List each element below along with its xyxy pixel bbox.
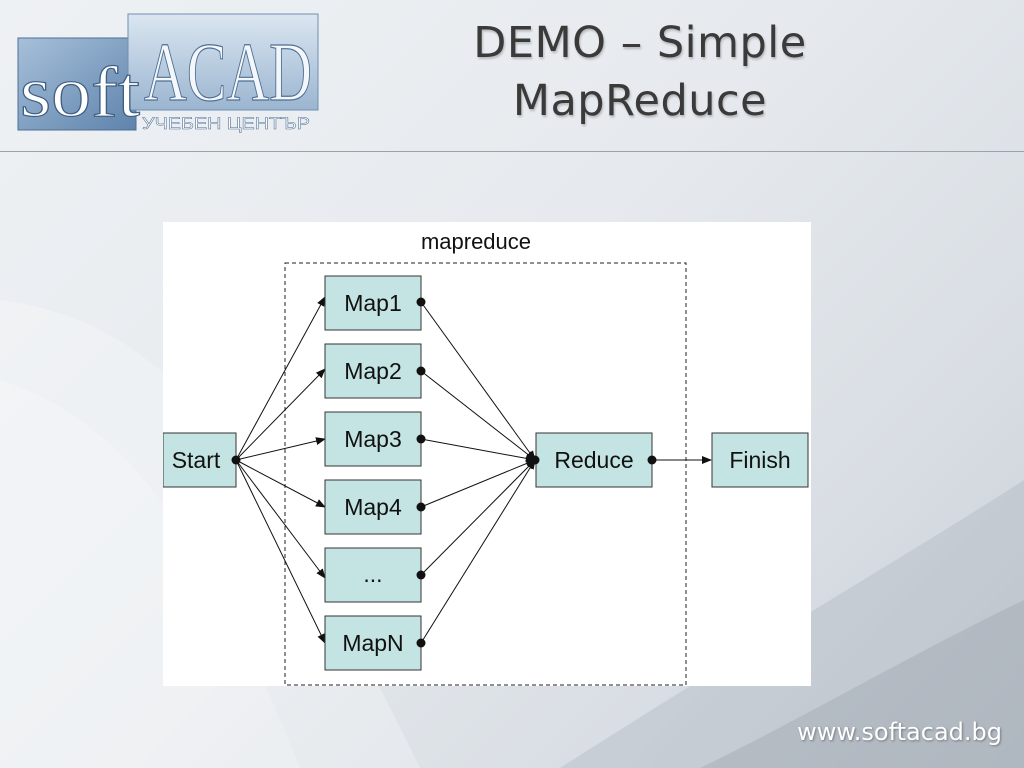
mapreduce-diagram: mapreduce Start Map1 (163, 222, 811, 686)
ellipsis-node-label: ... (363, 561, 382, 587)
finish-node-label: Finish (729, 447, 790, 473)
ellipsis-node (324, 547, 422, 603)
start-node (163, 432, 237, 488)
slide-title-line1: DEMO – Simple (473, 18, 807, 68)
map4-node (324, 479, 422, 535)
map1-node-label: Map1 (344, 290, 402, 316)
logo-acad-text: ACAD (144, 26, 312, 119)
mapn-node (324, 615, 422, 671)
mapreduce-group-box (284, 262, 687, 686)
logo-soft-text: soft (20, 52, 140, 132)
map2-node (324, 343, 422, 399)
map3-node-label: Map3 (344, 426, 402, 452)
group-label: mapreduce (421, 229, 531, 254)
finish-node (711, 432, 809, 488)
start-to-map-edges (235, 296, 326, 644)
port-dots (231, 297, 657, 648)
softacad-logo: soft ACAD УЧЕБЕН ЦЕНТЪР (16, 12, 324, 138)
slide-title: DEMO – Simple MapReduce (420, 14, 860, 130)
title-divider (0, 151, 1024, 152)
footer-url[interactable]: www.softacad.bg (797, 718, 1002, 746)
map4-node-label: Map4 (344, 494, 402, 520)
map-to-reduce-edges (420, 301, 536, 644)
start-node-label: Start (172, 447, 221, 473)
slide-title-line2: MapReduce (512, 76, 768, 126)
map2-node-label: Map2 (344, 358, 402, 384)
logo-subtitle: УЧЕБЕН ЦЕНТЪР (142, 114, 310, 133)
reduce-node (535, 432, 653, 488)
map3-node (324, 411, 422, 467)
reduce-node-label: Reduce (554, 447, 633, 473)
mapn-node-label: MapN (342, 630, 403, 656)
